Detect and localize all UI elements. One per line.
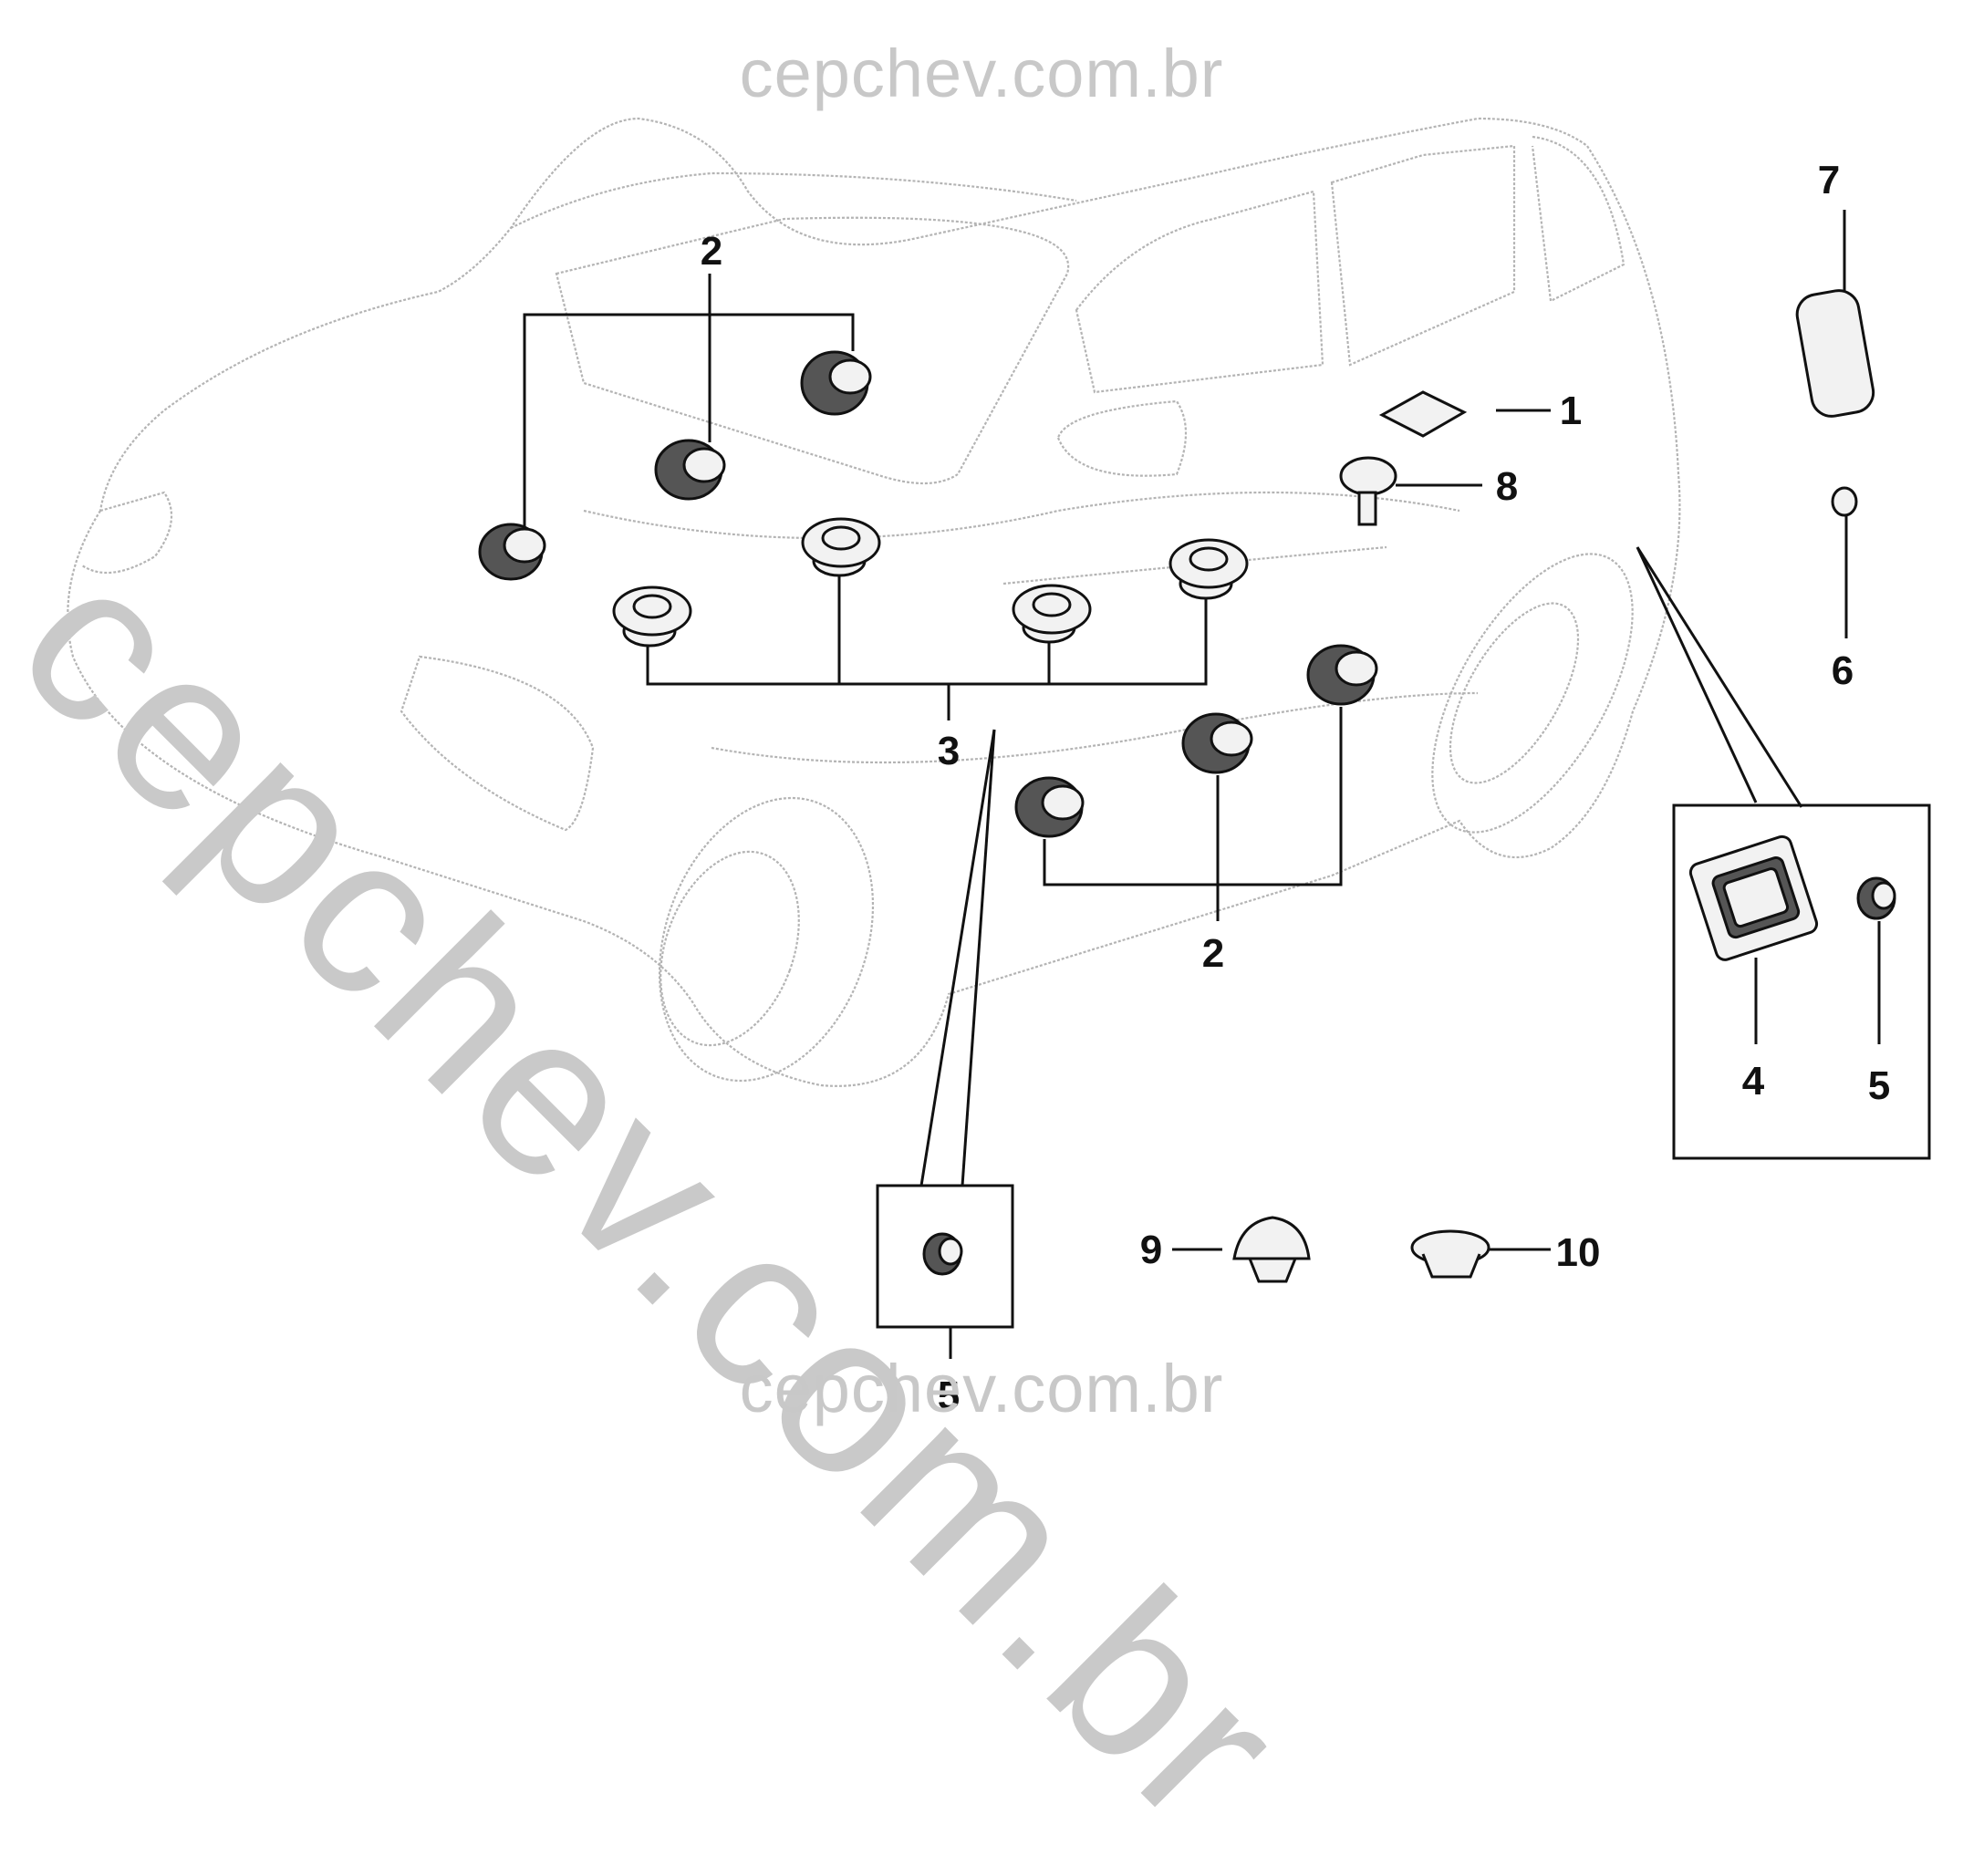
callout-2-top: 2 (701, 229, 722, 274)
vehicle-outline (67, 117, 1681, 1087)
plug-part-5-right (1856, 876, 1896, 920)
grommet-2a (478, 523, 546, 581)
plug-3b (801, 517, 881, 577)
cover-part-4 (1688, 834, 1819, 961)
callout-9: 9 (1140, 1228, 1162, 1272)
grommet-2d (1014, 776, 1085, 838)
cap-part-10 (1410, 1229, 1490, 1279)
plug-3c (1012, 584, 1092, 644)
plug-3a (612, 586, 692, 648)
parts-diagram: 2 3 2 1 8 7 6 4 5 5 9 10 cepchev.com.br … (0, 36, 1931, 1873)
pad-part-1 (1378, 390, 1468, 438)
watermark-top: cepchev.com.br (739, 36, 1224, 111)
callout-8: 8 (1496, 464, 1518, 509)
grommet-2e (1181, 712, 1253, 774)
plug-3d (1168, 538, 1249, 600)
ring-part-6 (1831, 486, 1858, 517)
plug-part-5-bottom (922, 1232, 963, 1276)
callout-7: 7 (1818, 158, 1840, 202)
callout-5-right: 5 (1868, 1063, 1890, 1108)
clip-part-8 (1339, 456, 1397, 526)
callout-1: 1 (1560, 389, 1582, 433)
callout-3: 3 (938, 729, 960, 773)
seal-part-7 (1795, 289, 1875, 418)
callout-2-bottom: 2 (1202, 931, 1224, 976)
diagram-canvas: 2 3 2 1 8 7 6 4 5 5 9 10 (67, 117, 1931, 1418)
callout-10: 10 (1556, 1230, 1601, 1275)
grommet-2b (654, 439, 726, 501)
leader-lines (523, 210, 1881, 1359)
plug-part-9 (1232, 1216, 1311, 1283)
detail-box-bottom (876, 1184, 1014, 1329)
grommet-2c (800, 350, 872, 416)
watermark-bottom: cepchev.com.br (739, 1351, 1224, 1426)
callout-6: 6 (1832, 648, 1854, 693)
grommet-2f (1306, 644, 1378, 706)
callout-4: 4 (1742, 1059, 1765, 1104)
detail-box-right (1672, 803, 1931, 1160)
callout-5-bottom: 5 (938, 1373, 960, 1418)
